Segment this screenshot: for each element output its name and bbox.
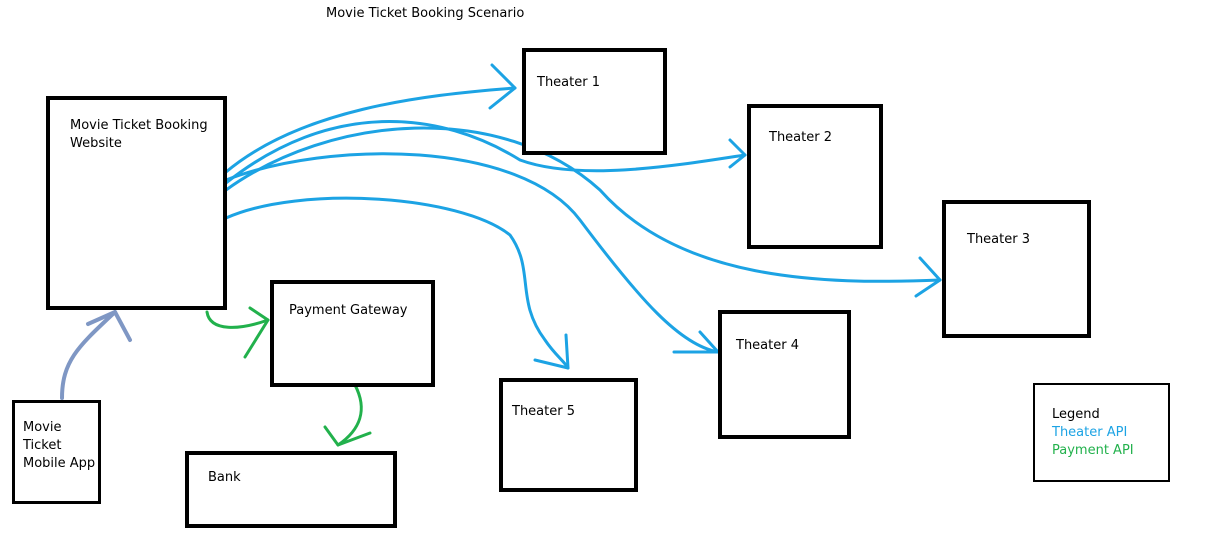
arrowhead-theater2	[728, 138, 747, 169]
arrowhead-theater1	[488, 63, 517, 110]
legend-title: Legend	[1052, 407, 1100, 422]
theater-api-arrows	[224, 63, 942, 370]
payment-gateway-label: Payment Gateway	[289, 303, 408, 318]
arrowhead-website	[86, 310, 132, 342]
website-box: Movie Ticket Booking Website	[46, 96, 227, 310]
diagram-title: Movie Ticket Booking Scenario	[326, 6, 525, 21]
arrowhead-payment	[243, 306, 270, 359]
theater3-box: Theater 3	[942, 200, 1091, 338]
bank-label: Bank	[208, 470, 241, 485]
payment-api-arrows	[205, 306, 372, 447]
legend-payment-api: Payment API	[1052, 443, 1134, 458]
mobile-app-label: Movie Ticket Mobile App	[23, 420, 96, 471]
theater1-box: Theater 1	[522, 48, 667, 155]
theater3-label: Theater 3	[967, 232, 1030, 247]
arrowhead-theater3	[914, 256, 942, 298]
app-link-arrows	[60, 310, 132, 400]
bank-box: Bank	[185, 451, 397, 528]
legend: Legend Theater API Payment API	[1033, 383, 1170, 482]
arrow-app-to-website	[60, 310, 117, 400]
arrowhead-theater5	[533, 333, 570, 370]
arrow-website-to-theater1	[224, 86, 517, 174]
arrow-website-to-payment	[205, 310, 270, 329]
website-label: Movie Ticket Booking Website	[70, 118, 208, 151]
theater2-box: Theater 2	[747, 104, 883, 249]
mobile-app-box: Movie Ticket Mobile App	[12, 400, 101, 504]
arrowhead-bank	[323, 425, 372, 447]
arrow-payment-to-bank	[336, 383, 363, 447]
theater5-label: Theater 5	[512, 404, 575, 419]
arrow-website-to-theater3	[224, 126, 942, 283]
theater4-label: Theater 4	[736, 338, 799, 353]
arrow-website-to-theater2	[224, 120, 747, 185]
arrow-website-to-theater4	[224, 152, 720, 354]
payment-gateway-box: Payment Gateway	[270, 280, 435, 387]
theater1-label: Theater 1	[537, 75, 600, 90]
theater4-box: Theater 4	[718, 310, 851, 439]
arrow-website-to-theater5	[224, 196, 570, 370]
theater5-box: Theater 5	[499, 378, 638, 492]
theater2-label: Theater 2	[769, 130, 832, 145]
legend-theater-api: Theater API	[1052, 425, 1128, 440]
